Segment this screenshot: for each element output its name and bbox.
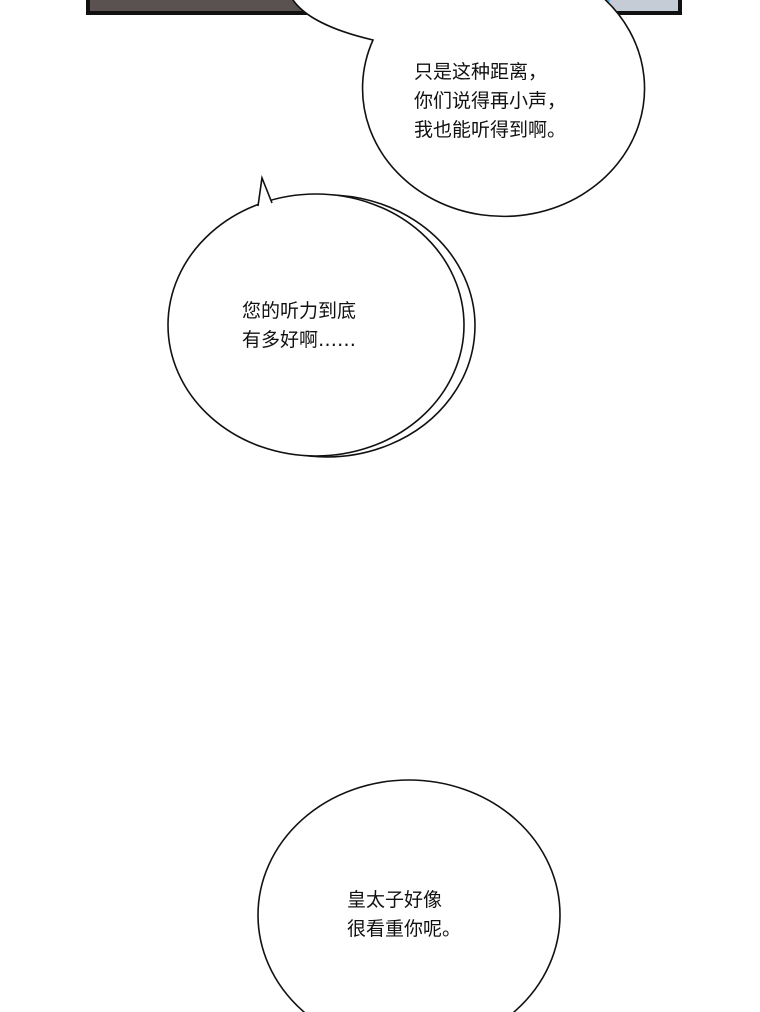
speech-bubble-2-text: 您的听力到底 有多好啊…… [242,297,356,355]
bubble-line: 皇太子好像 [347,889,443,911]
speech-bubble-1-shape [292,0,646,218]
bubble-line: 有多好啊…… [242,329,357,351]
bubble-line: 我也能听得到啊。 [414,119,567,141]
speech-bubble-2-shape [167,174,476,458]
speech-bubble-3-shape [257,779,561,1012]
speech-bubble-3-text: 皇太子好像 很看重你呢。 [347,886,461,944]
bubble-line: 您的听力到底 [242,300,357,322]
bubble-line: 很看重你呢。 [347,918,462,940]
bubble-line: 只是这种距离， [414,61,548,83]
bubble-line: 你们说得再小声， [414,90,567,112]
speech-bubble-1-text: 只是这种距离， 你们说得再小声， 我也能听得到啊。 [414,58,566,145]
